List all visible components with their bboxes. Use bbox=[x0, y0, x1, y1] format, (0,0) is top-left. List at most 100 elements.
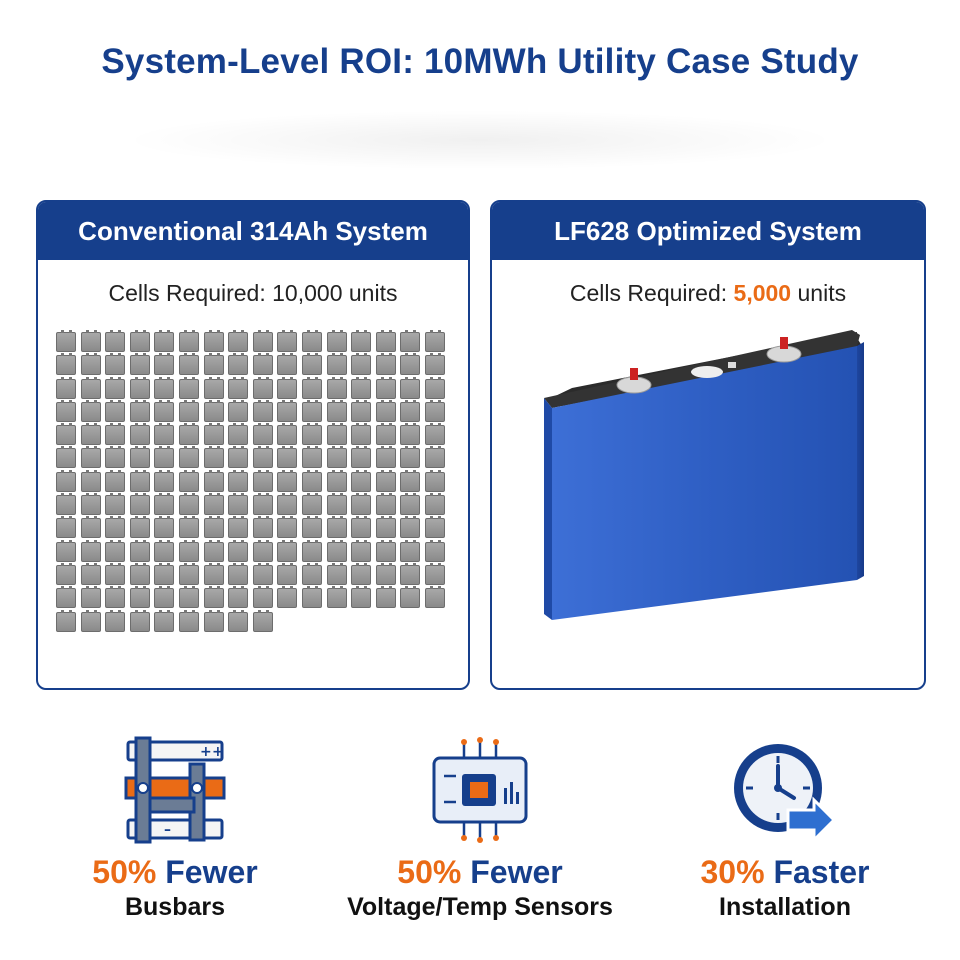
battery-cell bbox=[301, 539, 322, 562]
battery-cell bbox=[252, 469, 273, 492]
battery-cell bbox=[80, 609, 101, 632]
cells-required-value: 10,000 bbox=[272, 280, 343, 306]
battery-cell bbox=[56, 516, 76, 539]
battery-cell bbox=[326, 539, 347, 562]
battery-cell bbox=[252, 376, 273, 399]
battery-cell bbox=[277, 376, 298, 399]
battery-cell bbox=[203, 562, 224, 585]
feature-stat: 50% Fewer bbox=[15, 854, 335, 891]
battery-cell bbox=[326, 493, 347, 516]
battery-cell bbox=[375, 446, 396, 469]
battery-cell bbox=[301, 469, 322, 492]
optimized-system-panel: LF628 Optimized System Cells Required: 5… bbox=[490, 200, 926, 690]
battery-cell bbox=[56, 353, 76, 376]
battery-cell bbox=[351, 586, 372, 609]
battery-cell bbox=[351, 539, 372, 562]
battery-cell bbox=[80, 330, 101, 352]
battery-cell bbox=[105, 353, 126, 376]
battery-cell bbox=[178, 586, 199, 609]
battery-cell bbox=[301, 399, 322, 422]
battery-cell bbox=[424, 539, 445, 562]
battery-cell bbox=[326, 586, 347, 609]
battery-cell bbox=[178, 562, 199, 585]
battery-cell bbox=[56, 399, 76, 422]
battery-cell bbox=[252, 609, 273, 632]
feature-percent: 50% bbox=[397, 854, 462, 890]
battery-cell bbox=[129, 586, 150, 609]
battery-cell bbox=[252, 562, 273, 585]
battery-cell bbox=[105, 446, 126, 469]
battery-cell bbox=[351, 516, 372, 539]
battery-cell bbox=[154, 399, 175, 422]
battery-cell bbox=[375, 516, 396, 539]
battery-cell bbox=[252, 399, 273, 422]
battery-cell bbox=[424, 516, 445, 539]
feature-label: Busbars bbox=[124, 893, 226, 921]
battery-cell bbox=[326, 330, 347, 352]
battery-cell bbox=[424, 353, 445, 376]
battery-cell bbox=[400, 353, 421, 376]
battery-cell bbox=[203, 376, 224, 399]
battery-cell bbox=[129, 399, 150, 422]
battery-cell-grid bbox=[56, 330, 456, 635]
busbar-icon: + + – bbox=[124, 736, 226, 844]
battery-cell bbox=[424, 469, 445, 492]
cells-required-unit: units bbox=[791, 280, 847, 306]
battery-cell bbox=[154, 353, 175, 376]
battery-cell bbox=[203, 353, 224, 376]
battery-cell bbox=[56, 330, 76, 352]
battery-cell bbox=[351, 446, 372, 469]
feature-word: Fewer bbox=[156, 854, 258, 890]
battery-cell bbox=[178, 539, 199, 562]
battery-cell bbox=[351, 469, 372, 492]
battery-cell bbox=[424, 376, 445, 399]
battery-cell bbox=[203, 423, 224, 446]
battery-cell bbox=[326, 423, 347, 446]
battery-cell bbox=[252, 539, 273, 562]
battery-cell bbox=[326, 376, 347, 399]
battery-cell bbox=[105, 516, 126, 539]
battery-cell bbox=[301, 330, 322, 352]
battery-cell bbox=[228, 376, 249, 399]
battery-cell bbox=[277, 423, 298, 446]
battery-cell bbox=[351, 562, 372, 585]
prismatic-battery-cell-image bbox=[544, 330, 864, 620]
battery-cell bbox=[228, 562, 249, 585]
battery-cell bbox=[56, 376, 76, 399]
battery-cell bbox=[105, 469, 126, 492]
battery-cell bbox=[80, 539, 101, 562]
battery-cell bbox=[154, 609, 175, 632]
battery-cell bbox=[203, 586, 224, 609]
battery-cell bbox=[228, 353, 249, 376]
battery-cell bbox=[154, 376, 175, 399]
battery-cell bbox=[351, 493, 372, 516]
battery-cell bbox=[400, 562, 421, 585]
battery-cell bbox=[252, 353, 273, 376]
battery-cell bbox=[375, 562, 396, 585]
battery-cell bbox=[400, 469, 421, 492]
battery-cell bbox=[301, 516, 322, 539]
battery-cell bbox=[424, 446, 445, 469]
battery-cell bbox=[56, 469, 76, 492]
battery-cell bbox=[203, 539, 224, 562]
battery-cell bbox=[277, 562, 298, 585]
battery-cell bbox=[129, 539, 150, 562]
battery-cell bbox=[80, 469, 101, 492]
battery-cell bbox=[154, 469, 175, 492]
battery-cell bbox=[178, 609, 199, 632]
battery-cell bbox=[228, 539, 249, 562]
battery-cell bbox=[80, 399, 101, 422]
feature-percent: 30% bbox=[700, 854, 765, 890]
battery-cell bbox=[178, 516, 199, 539]
battery-cell bbox=[326, 469, 347, 492]
battery-cell bbox=[129, 609, 150, 632]
battery-cell bbox=[228, 516, 249, 539]
battery-cell bbox=[424, 562, 445, 585]
battery-cell bbox=[56, 446, 76, 469]
battery-cell bbox=[178, 423, 199, 446]
feature-label: Installation bbox=[719, 893, 851, 921]
battery-cell bbox=[154, 423, 175, 446]
battery-cell bbox=[203, 493, 224, 516]
battery-cell bbox=[351, 330, 372, 352]
battery-cell bbox=[400, 399, 421, 422]
